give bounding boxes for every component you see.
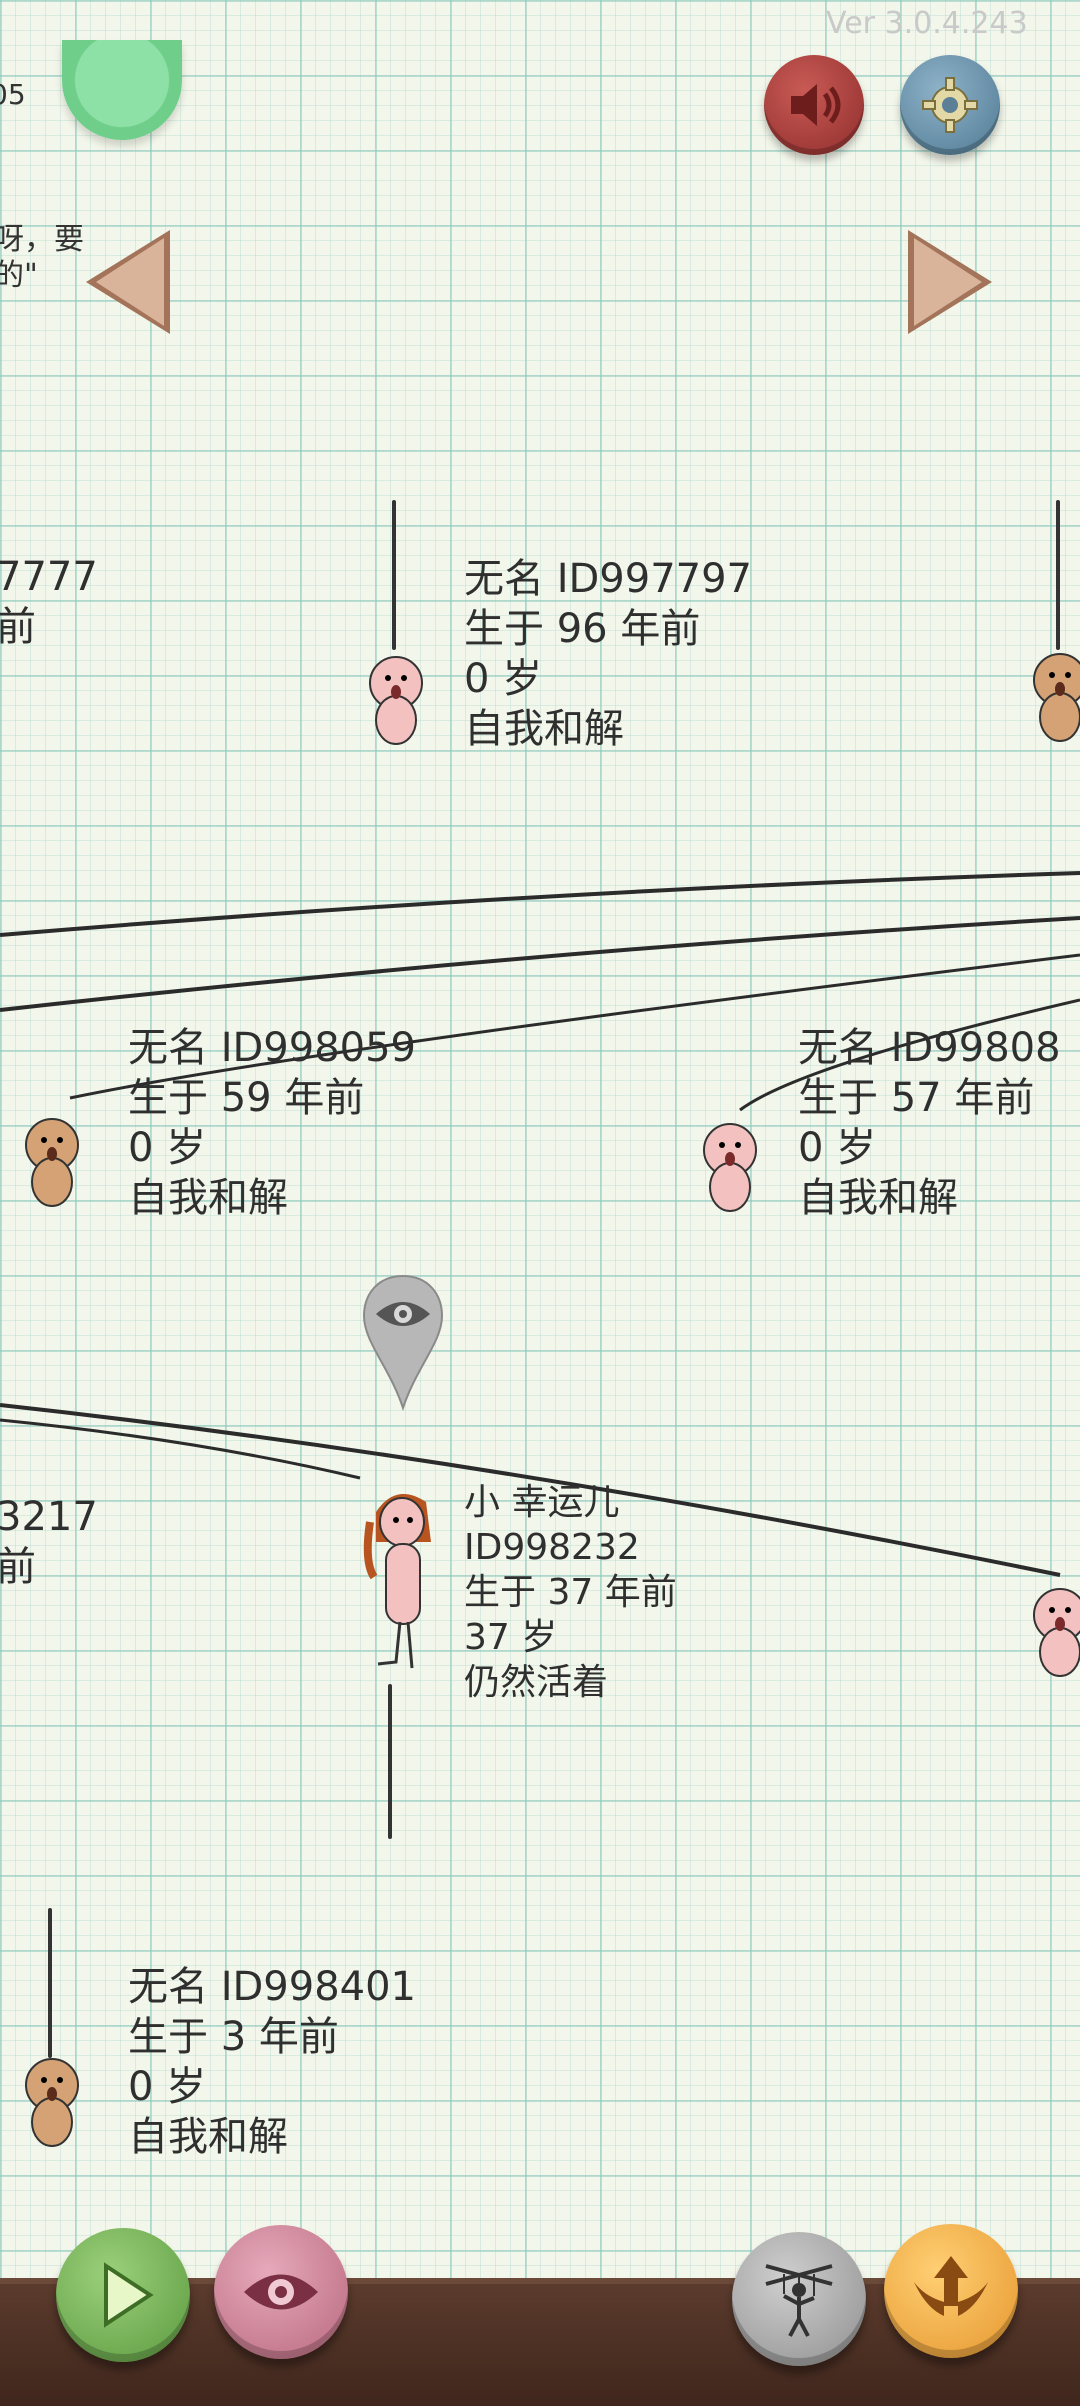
watch-button[interactable] [214, 2225, 348, 2359]
settings-button[interactable] [900, 55, 1000, 155]
quote-text: 呀，要 的" [0, 222, 84, 294]
quote-line-2: 的" [0, 258, 38, 293]
lineage-line [392, 500, 396, 650]
partial-born: 前 [0, 1544, 36, 1590]
person-age: 0 岁 [464, 656, 543, 702]
person-born: 生于 96 年前 [464, 606, 701, 652]
view-pin[interactable] [360, 1272, 446, 1412]
sound-button[interactable] [764, 55, 864, 155]
baby-character[interactable] [12, 1110, 92, 1210]
ascend-wings-icon [914, 2256, 988, 2316]
left-arrow-icon [86, 230, 170, 334]
baby-character[interactable] [1020, 645, 1080, 745]
right-arrow-icon [908, 230, 992, 334]
eye-icon [376, 1302, 430, 1326]
person-status: 自我和解 [464, 706, 624, 752]
eye-icon [244, 2274, 318, 2310]
person-label-998232: 小 幸运儿 ID998232 生于 37 年前 37 岁 仍然活着 [464, 1480, 677, 1705]
person-name: 无名 ID998401 [128, 1964, 417, 2010]
speaker-icon [791, 84, 841, 126]
person-name: 无名 ID998059 [128, 1025, 417, 1071]
person-status: 自我和解 [798, 1175, 958, 1221]
partial-id: 3217 [0, 1494, 98, 1540]
person-label-998401: 无名 ID998401 生于 3 年前 0 岁 自我和解 [128, 1962, 416, 2162]
baby-character[interactable] [690, 1115, 770, 1215]
partial-id: 7777 [0, 554, 98, 600]
puppet-button[interactable] [732, 2232, 866, 2366]
person-name: 小 幸运儿 [464, 1482, 620, 1523]
person-label-partial: 3217 前 [0, 1492, 98, 1592]
person-age: 37 岁 [464, 1617, 558, 1658]
person-age: 0 岁 [798, 1125, 877, 1171]
person-born: 生于 57 年前 [798, 1075, 1035, 1121]
ascend-button[interactable] [884, 2224, 1018, 2358]
play-icon [104, 2262, 154, 2328]
baby-character[interactable] [12, 2050, 92, 2150]
play-button[interactable] [56, 2228, 190, 2362]
baby-character[interactable] [356, 648, 436, 748]
person-id: ID998232 [464, 1527, 640, 1568]
person-age: 0 岁 [128, 1125, 207, 1171]
lineage-line [1056, 500, 1060, 650]
baby-character[interactable] [1020, 1580, 1080, 1680]
lineage-line [48, 1908, 52, 2058]
person-born: 生于 59 年前 [128, 1075, 365, 1121]
gear-icon [922, 77, 978, 133]
coin-counter: 05 [0, 78, 26, 111]
person-born: 生于 37 年前 [464, 1572, 677, 1613]
puppet-icon [765, 2264, 833, 2337]
lineage-line [388, 1684, 392, 1839]
person-label-997797: 无名 ID997797 生于 96 年前 0 岁 自我和解 [464, 554, 752, 754]
quote-line-1: 呀，要 [0, 222, 84, 257]
main-character[interactable] [356, 1482, 446, 1682]
person-label-998059: 无名 ID998059 生于 59 年前 0 岁 自我和解 [128, 1023, 416, 1223]
gem-badge[interactable] [62, 40, 182, 140]
person-name: 无名 ID99808 [798, 1025, 1061, 1071]
person-name: 无名 ID997797 [464, 556, 753, 602]
partial-born: 前 [0, 604, 36, 650]
prev-button[interactable] [78, 222, 178, 342]
person-label-partial: 7777 前 [0, 552, 98, 652]
person-status: 仍然活着 [464, 1662, 609, 1703]
person-age: 0 岁 [128, 2064, 207, 2110]
person-status: 自我和解 [128, 2114, 288, 2160]
person-label-99808: 无名 ID99808 生于 57 年前 0 岁 自我和解 [798, 1023, 1061, 1223]
person-born: 生于 3 年前 [128, 2014, 339, 2060]
person-status: 自我和解 [128, 1175, 288, 1221]
version-label: Ver 3.0.4.243 [826, 6, 1028, 41]
next-button[interactable] [900, 222, 1000, 342]
